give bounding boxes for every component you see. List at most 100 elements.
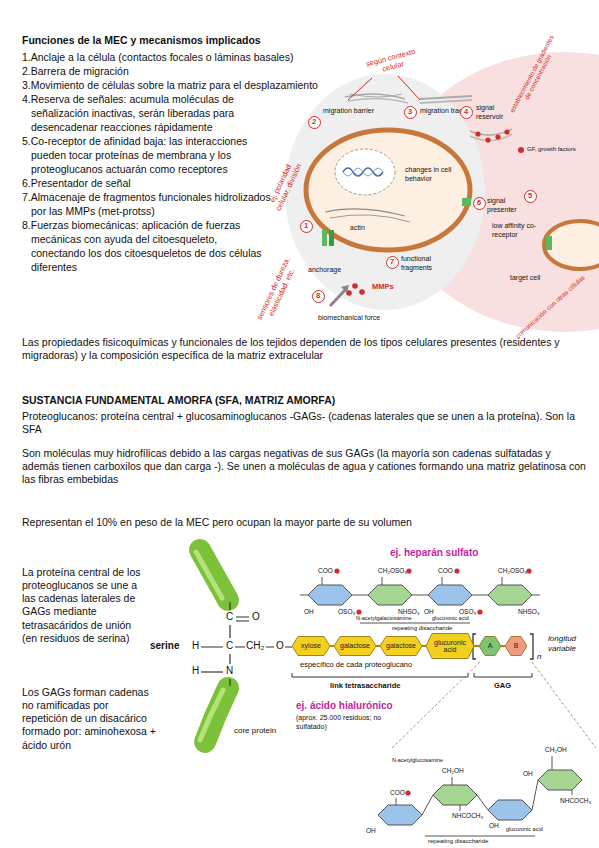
chemical-group: OH — [424, 608, 434, 616]
polygon-shape — [378, 805, 422, 825]
glycosidic-link — [376, 645, 380, 647]
path-shape — [236, 617, 249, 621]
atom-symbol: H — [192, 640, 199, 653]
polygon-shape — [308, 585, 352, 605]
note: longitud variable — [548, 634, 592, 654]
circle-shape — [477, 609, 482, 614]
path-shape — [200, 550, 228, 600]
chemical-group: COO — [390, 789, 405, 797]
hexagon-shape — [292, 637, 330, 656]
chemical-group: NHSO₃ — [398, 608, 419, 616]
section-heading: SUSTANCIA FUNDAMENTAL AMORFA (SFA, MATRI… — [22, 394, 335, 407]
sugar-hexagon: glucuronic acid — [426, 633, 474, 659]
circle-shape — [475, 131, 480, 136]
path-shape — [422, 780, 538, 815]
part-label: migration barrier — [323, 107, 374, 116]
chemical-group: OSO₃ — [338, 608, 355, 616]
part-label: core protein — [234, 726, 276, 736]
rect-shape — [546, 236, 552, 250]
chemical-group: NHCOCH₃ — [452, 812, 483, 820]
path-shape — [229, 625, 230, 638]
hexagon-shape — [505, 637, 527, 656]
circle-shape — [495, 134, 500, 139]
path-shape — [343, 168, 383, 176]
rect-shape — [329, 230, 334, 246]
path-shape — [229, 654, 230, 664]
circle-shape — [352, 283, 358, 289]
path-shape — [201, 671, 223, 672]
paragraph: Los GAGs forman cadenas no ramificadas p… — [22, 686, 156, 752]
sugar-name: galactose — [386, 642, 416, 649]
atom-symbol: N — [226, 665, 233, 678]
polygon-shape — [433, 785, 477, 805]
repeat-label: repeating disaccharide — [428, 838, 488, 846]
sugar-hexagon: A — [479, 636, 501, 656]
circle-shape — [454, 568, 459, 573]
sugar-hexagon: xylose — [292, 636, 330, 656]
paragraph: Las propiedades fisicoquímicas y funcion… — [22, 336, 587, 362]
part-label: anchorage — [308, 266, 341, 275]
sugar-name: glucuronic acid — [432, 639, 468, 654]
part-label: changes in cell behavior — [405, 166, 457, 184]
path-shape — [530, 634, 533, 659]
path-shape — [350, 94, 402, 97]
chemical-group: CH₂OH — [545, 746, 567, 754]
sugar-name: galactose — [340, 642, 370, 649]
sugar-hexagon: galactose — [380, 636, 422, 656]
part-label: functional fragments — [401, 255, 447, 273]
sugar-name: glucuronic acid — [432, 615, 469, 622]
path-shape — [396, 756, 572, 811]
ellipse-shape — [544, 221, 599, 269]
polygon-shape — [368, 585, 412, 605]
atom-symbol: C — [226, 640, 233, 653]
part-label: biomechanical force — [318, 314, 380, 323]
path-shape — [420, 96, 472, 99]
bracket-label: link tetrasaccharide — [330, 681, 400, 690]
chemical-group: OSO₃ — [459, 608, 476, 616]
path-shape — [392, 662, 480, 748]
path-shape — [420, 100, 472, 103]
polygon-shape — [488, 800, 532, 820]
proteoglycan-figure — [196, 550, 596, 836]
function-list: 1.Anclaje a la célula (contactos focales… — [22, 50, 362, 274]
path-shape — [229, 679, 230, 686]
sugar-name: glucuronic acid — [506, 826, 543, 833]
chemical-group: COO — [438, 567, 453, 575]
atom-symbol: CH₂ — [246, 640, 264, 653]
sugar-name: A — [488, 642, 493, 649]
path-shape — [348, 98, 408, 103]
hexagon-shape — [426, 634, 474, 659]
callout-text: 6 — [477, 199, 481, 207]
repeat-index: n — [537, 652, 541, 662]
path-shape — [322, 577, 502, 585]
polygon-shape — [538, 770, 582, 790]
callout-text: 5 — [528, 192, 532, 200]
path-shape — [343, 168, 383, 176]
paragraph: Representan el 10% en peso de la MEC per… — [22, 516, 587, 529]
example-heading: ej. ácido hialurónico — [296, 700, 393, 713]
chemical-group: CH₂OSO₃ — [378, 567, 407, 575]
path-shape — [330, 215, 410, 222]
callout-number: 6 — [473, 197, 486, 210]
bracket-label: GAG — [494, 681, 511, 690]
path-shape — [348, 78, 372, 100]
atom-symbol: C — [226, 611, 233, 624]
path-shape — [200, 690, 223, 740]
paragraph: Proteoglucanos: proteína central + gluco… — [22, 410, 587, 436]
path-shape — [341, 285, 349, 293]
list-item: 1.Anclaje a la célula (contactos focales… — [22, 50, 361, 64]
list-item: 5.Co-receptor de afinidad baja: las inte… — [22, 134, 271, 176]
circle-shape — [405, 790, 410, 795]
hexagon-shape — [479, 637, 501, 656]
glycosidic-link — [330, 645, 334, 647]
chemical-group: NHSO₃ — [518, 608, 539, 616]
note: (aprox. 25.000 residuos; no sulfatado) — [296, 714, 400, 732]
sugar-name: xylose — [301, 642, 321, 649]
key-label: GF, growth factors — [527, 146, 576, 154]
handwritten-note: establecimiento de gradientes de concent… — [507, 32, 562, 118]
callout-text: 4 — [464, 108, 468, 116]
chemical-group: COO — [318, 567, 333, 575]
callout-number: 2 — [308, 116, 321, 129]
ellipse-shape — [335, 149, 395, 195]
handwritten-note: sensores de dureza, elasticidad, etc. — [255, 255, 300, 326]
